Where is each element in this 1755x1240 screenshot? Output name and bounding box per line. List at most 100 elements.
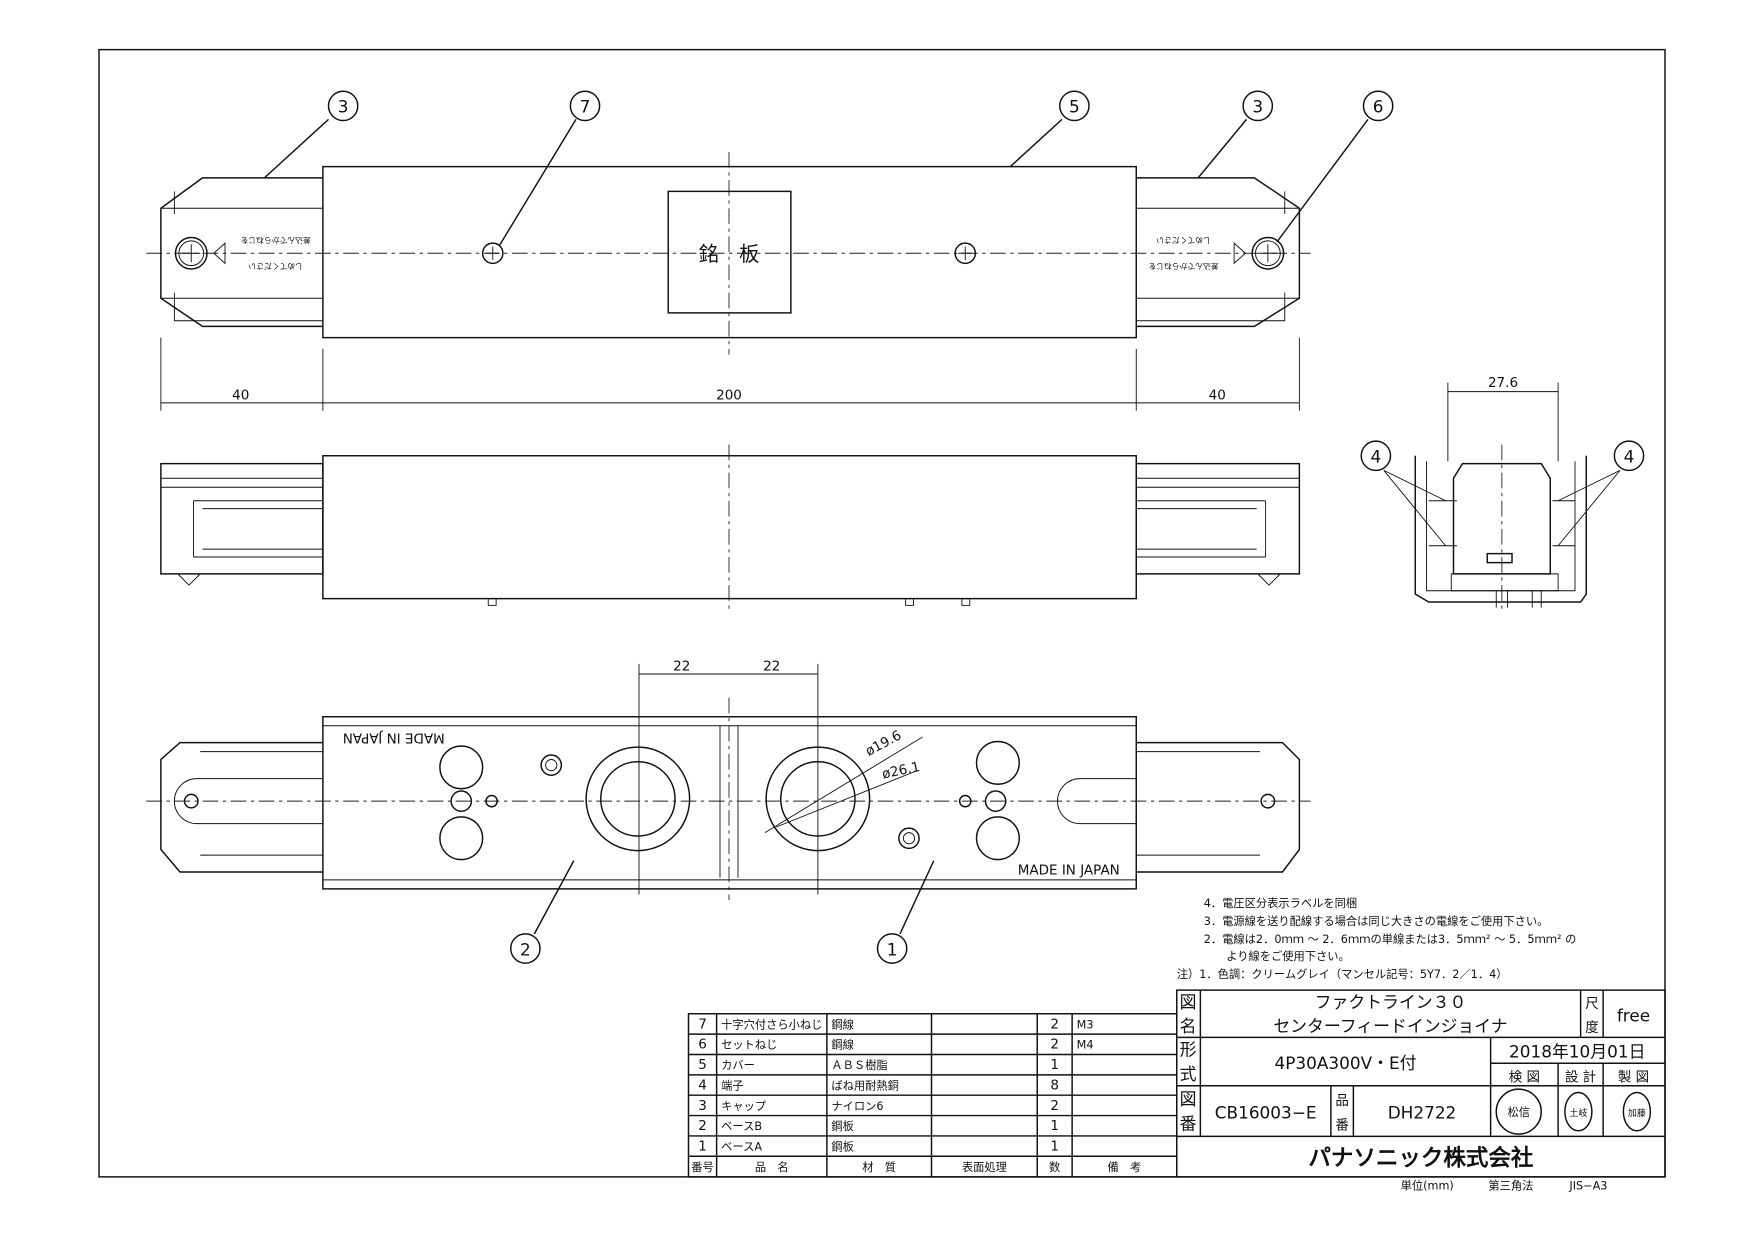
screw-icon bbox=[174, 236, 208, 270]
cover-body bbox=[322, 165, 1137, 339]
parts-cell-qty: 1 bbox=[1050, 1118, 1059, 1134]
svg-text:1: 1 bbox=[887, 939, 898, 959]
note-line: 4．電圧区分表示ラベルを同梱 bbox=[1204, 896, 1357, 910]
parts-cell-qty: 1 bbox=[1050, 1057, 1059, 1073]
parts-cell-name: キャップ bbox=[721, 1100, 767, 1113]
dimension-label: 27.6 bbox=[1488, 375, 1518, 391]
parts-header: 材 質 bbox=[862, 1160, 896, 1174]
diameter-label: ø26.1 bbox=[881, 759, 922, 783]
note-line: 3．電源線を送り配線する場合は同じ大きさの電線をご使用下さい。 bbox=[1204, 914, 1549, 928]
parts-cell-qty: 1 bbox=[1050, 1139, 1059, 1155]
note-line: 注）1．色調：クリームグレイ（マンセル記号：5Y7．2／1．4） bbox=[1177, 967, 1508, 981]
balloon: 5 bbox=[1059, 90, 1090, 122]
parts-cell-material: 鋼線 bbox=[831, 1038, 854, 1052]
balloon: 3 bbox=[1242, 90, 1274, 122]
note-line: 2．電線は2．0ｍｍ ～ 2．6ｍｍの単線または3．5ｍｍ² ～ 5．5ｍｍ² … bbox=[1204, 932, 1577, 946]
parts-cell-name: ベースB bbox=[721, 1120, 762, 1133]
parts-header: 番号 bbox=[691, 1161, 714, 1174]
parts-cell-material: 鋼板 bbox=[831, 1119, 854, 1133]
label: 番 bbox=[1180, 1114, 1197, 1134]
svg-text:7: 7 bbox=[580, 97, 591, 117]
parts-cell-name: カバー bbox=[721, 1059, 755, 1072]
paper-size-label: JIS−A3 bbox=[1568, 1179, 1607, 1192]
parts-cell-name: セットねじ bbox=[721, 1039, 777, 1052]
right-cap bbox=[1136, 177, 1301, 328]
balloon: 6 bbox=[1362, 90, 1394, 122]
parts-cell-material: ばね用耐熱銅 bbox=[831, 1078, 899, 1092]
parts-cell-name: ベースA bbox=[721, 1141, 762, 1154]
part-number: DH2722 bbox=[1388, 1102, 1457, 1122]
left-cap bbox=[160, 177, 323, 328]
dimension-label: 22 bbox=[673, 659, 690, 675]
label: 図 bbox=[1180, 992, 1197, 1012]
dimension-label: 40 bbox=[1209, 388, 1226, 404]
cap-text: 差込んでからねじを bbox=[240, 236, 310, 246]
scale-value: free bbox=[1617, 1006, 1650, 1026]
parts-cell-name: 端子 bbox=[721, 1079, 744, 1092]
end-view: 27.6 4 4 bbox=[1360, 375, 1645, 614]
approval-stamp: 加藤 bbox=[1622, 1091, 1652, 1132]
balloon: 1 bbox=[876, 933, 908, 964]
note-line: より線をご使用下さい。 bbox=[1226, 949, 1350, 963]
dimension-label: 40 bbox=[232, 388, 249, 404]
parts-cell-note: M4 bbox=[1077, 1039, 1094, 1052]
parts-cell-qty: 8 bbox=[1050, 1077, 1059, 1093]
svg-text:6: 6 bbox=[1373, 97, 1384, 117]
company-name: パナソニック株式会社 bbox=[1308, 1145, 1534, 1172]
nameplate bbox=[667, 190, 792, 314]
parts-cell-qty: 2 bbox=[1050, 1037, 1059, 1053]
drawing-title: センターフィードインジョイナ bbox=[1273, 1016, 1507, 1036]
parts-cell-no: 1 bbox=[698, 1139, 707, 1155]
label: 尺 bbox=[1585, 996, 1599, 1012]
svg-text:3: 3 bbox=[1252, 97, 1263, 117]
side-view bbox=[160, 444, 1301, 614]
date: 2018年10月01日 bbox=[1509, 1042, 1645, 1062]
svg-text:4: 4 bbox=[1371, 447, 1382, 467]
parts-cell-no: 4 bbox=[698, 1077, 707, 1093]
parts-header: 数 bbox=[1049, 1160, 1060, 1174]
parts-cell-material: ＡＢＳ樹脂 bbox=[831, 1058, 887, 1072]
label: 検 図 bbox=[1509, 1069, 1540, 1085]
balloon: 3 bbox=[327, 90, 359, 122]
dimension-lines bbox=[160, 337, 1300, 411]
drawing-number: CB16003−E bbox=[1215, 1102, 1317, 1122]
parts-cell-material: ナイロン6 bbox=[831, 1100, 883, 1113]
parts-cell-no: 6 bbox=[698, 1037, 707, 1053]
label: 度 bbox=[1585, 1020, 1599, 1036]
drawing-title: ファクトライン３０ bbox=[1315, 992, 1467, 1012]
cap-text: しめてください bbox=[248, 261, 303, 270]
model-type: 4P30A300V・E付 bbox=[1275, 1053, 1417, 1073]
parts-cell-material: 鋼線 bbox=[831, 1017, 854, 1031]
parts-cell-qty: 2 bbox=[1050, 1098, 1059, 1114]
unit-label: 単位(mm) bbox=[1401, 1178, 1454, 1192]
diameter-label: ø19.6 bbox=[863, 728, 904, 760]
dimension-label: 200 bbox=[716, 388, 742, 404]
parts-cell-no: 5 bbox=[698, 1057, 707, 1073]
label: 名 bbox=[1180, 1016, 1197, 1036]
nameplate-label: 銘 板 bbox=[699, 242, 760, 266]
made-in-label: MADE IN JAPAN bbox=[1018, 862, 1120, 878]
screw-icon bbox=[954, 242, 977, 265]
parts-cell-no: 2 bbox=[698, 1118, 707, 1134]
parts-header: 品 名 bbox=[755, 1160, 789, 1174]
title-block: 図 名 ファクトライン３０ センターフィードインジョイナ 尺 度 free 形 … bbox=[1176, 989, 1666, 1178]
label: 番 bbox=[1335, 1118, 1349, 1134]
label: 図 bbox=[1180, 1089, 1197, 1109]
label: 製 図 bbox=[1618, 1069, 1649, 1085]
parts-cell-material: 鋼板 bbox=[831, 1140, 854, 1154]
parts-header: 表面処理 bbox=[962, 1160, 1007, 1174]
svg-text:5: 5 bbox=[1069, 97, 1080, 117]
dimension-label: 22 bbox=[763, 659, 780, 675]
svg-text:2: 2 bbox=[520, 939, 531, 959]
screw-icon bbox=[481, 242, 504, 265]
parts-cell-name: 十字穴付さら小ねじ bbox=[721, 1017, 822, 1031]
balloon: 4 bbox=[1360, 440, 1392, 472]
label: 式 bbox=[1180, 1064, 1197, 1084]
label: 品 bbox=[1335, 1093, 1349, 1109]
screw-icon bbox=[1251, 236, 1285, 270]
parts-cell-note: M3 bbox=[1077, 1018, 1094, 1031]
svg-text:4: 4 bbox=[1624, 447, 1635, 467]
svg-text:加藤: 加藤 bbox=[1628, 1107, 1646, 1119]
